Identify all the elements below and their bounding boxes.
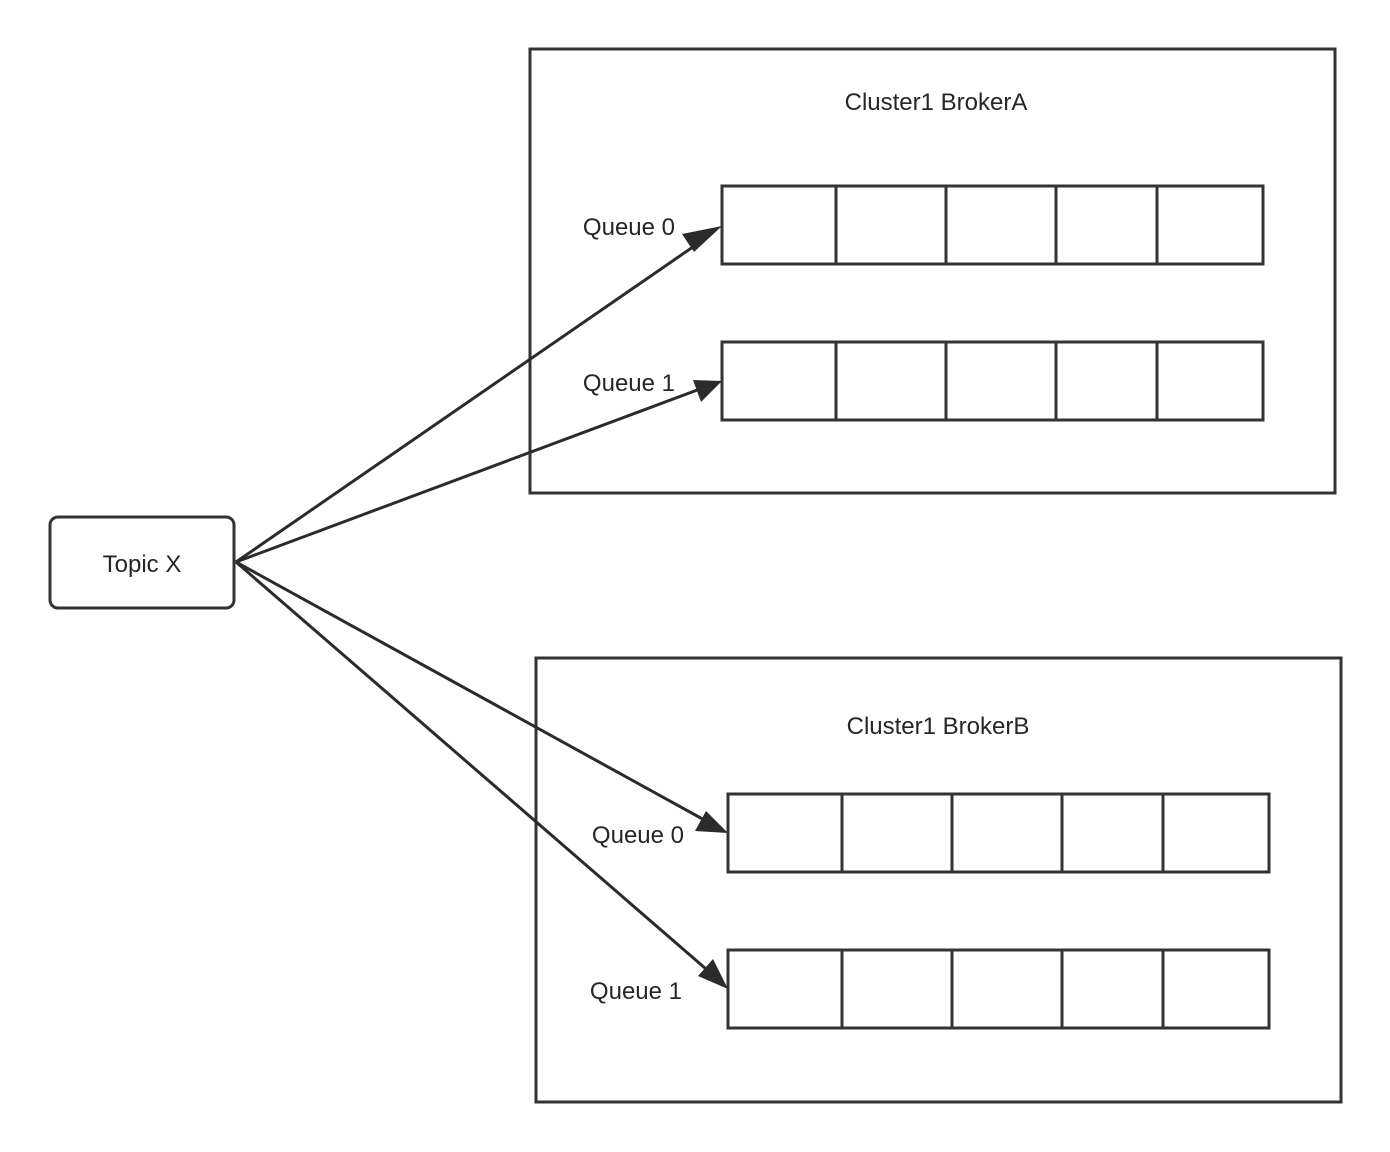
arrowhead (682, 226, 722, 252)
edge-line (235, 238, 704, 564)
queue-slot (840, 948, 954, 1030)
broker-b-queue-1 (726, 948, 1271, 1030)
edge-topic-to-broker-b-queue-0 (235, 560, 728, 833)
queue-slot (720, 340, 838, 422)
topic-node[interactable]: Topic X (48, 515, 236, 610)
queue-slot (950, 792, 1064, 874)
edge-line (235, 560, 714, 977)
arrowhead (698, 959, 728, 989)
edge-line (235, 387, 701, 564)
broker-a-queue-1-label: Queue 1 (583, 370, 675, 397)
edges (235, 226, 728, 989)
edge-topic-to-broker-a-queue-0 (235, 226, 722, 564)
broker-b-queue-1-label: Queue 1 (590, 978, 682, 1005)
queue-slot (720, 184, 838, 266)
broker-b-queue-0-label: Queue 0 (592, 822, 684, 849)
queue-slot (1060, 948, 1165, 1030)
arrowhead (693, 380, 722, 402)
topic-label: Topic X (103, 551, 182, 578)
queue-slot (840, 792, 954, 874)
edge-topic-to-broker-b-queue-1 (235, 560, 728, 989)
queue-slot (1155, 184, 1265, 266)
edge-topic-to-broker-a-queue-1 (235, 380, 722, 564)
broker-b: Cluster1 BrokerB Queue 0 Queue 1 (534, 656, 1343, 1104)
arrowhead (695, 811, 728, 833)
queue-slot (1054, 184, 1159, 266)
queue-slot (1161, 948, 1271, 1030)
queue-slot (950, 948, 1064, 1030)
queue-slot (834, 340, 948, 422)
broker-a-queue-1 (720, 340, 1265, 422)
queue-slot (1060, 792, 1165, 874)
queue-slot (726, 948, 844, 1030)
broker-b-queue-0 (726, 792, 1271, 874)
queue-slot (726, 792, 844, 874)
broker-a-queue-0 (720, 184, 1265, 266)
broker-b-title: Cluster1 BrokerB (847, 713, 1030, 740)
queue-slot (1161, 792, 1271, 874)
topic-box[interactable] (48, 515, 236, 610)
broker-a-queue-0-label: Queue 0 (583, 214, 675, 241)
queue-slot (944, 340, 1058, 422)
queue-slot (944, 184, 1058, 266)
broker-a-title: Cluster1 BrokerA (845, 89, 1028, 116)
queue-slot (1054, 340, 1159, 422)
queue-slot (1155, 340, 1265, 422)
queue-slot (834, 184, 948, 266)
edge-line (235, 560, 709, 824)
broker-a: Cluster1 BrokerA Queue 0 Queue 1 (528, 47, 1337, 495)
